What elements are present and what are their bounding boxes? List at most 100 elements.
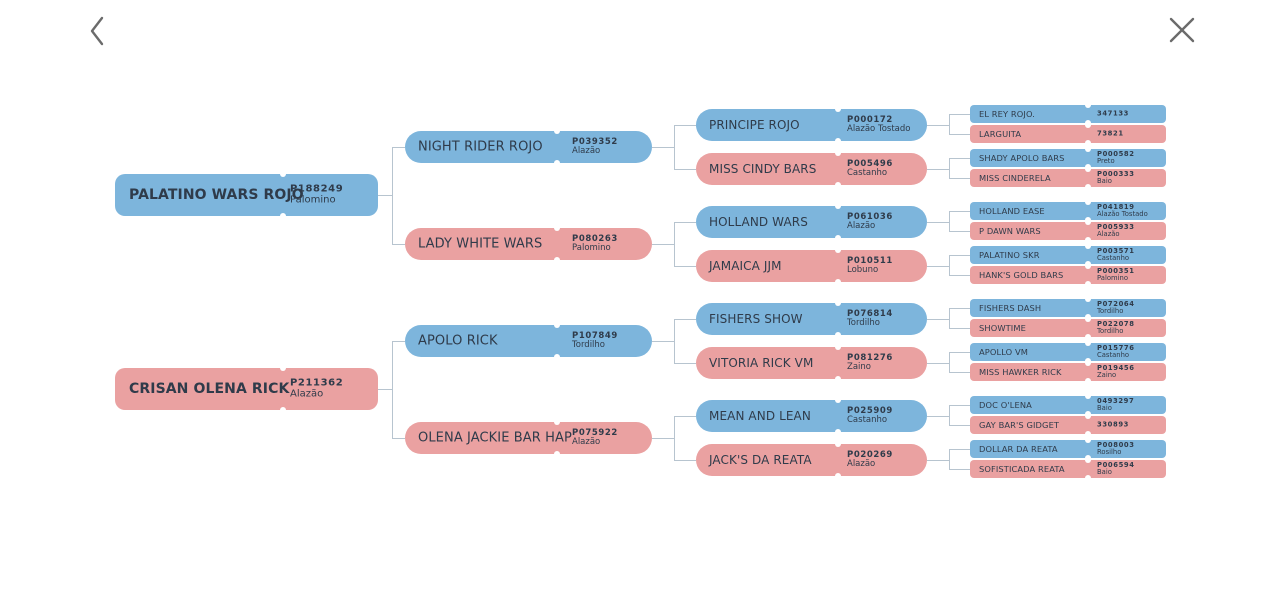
- coat-color-label: Preto: [1097, 157, 1115, 165]
- connector-line: [949, 469, 970, 470]
- registry-number: P020269: [847, 450, 893, 461]
- horse-name: VITORIA RICK VM: [709, 356, 814, 370]
- connector-line: [949, 425, 970, 426]
- separator-dot: [1085, 199, 1091, 205]
- coat-color-label: Baio: [1097, 404, 1112, 412]
- close-icon: [1169, 17, 1195, 43]
- connector-line: [949, 352, 950, 373]
- coat-color-label: Alazão: [1097, 230, 1120, 238]
- back-button[interactable]: [84, 14, 110, 48]
- registry-number: 73821: [1097, 129, 1124, 138]
- horse-name: HANK'S GOLD BARS: [979, 270, 1064, 280]
- separator-dot: [1085, 457, 1091, 463]
- registry-number: P188249: [290, 183, 344, 195]
- separator-dot: [1085, 102, 1091, 108]
- level3-horse-node[interactable]: EL REY ROJO.347133: [970, 102, 1166, 126]
- coat-color-label: Tordilho: [1097, 307, 1124, 315]
- registry-number: P022078: [1097, 319, 1135, 328]
- horse-name: CRISAN OLENA RICK: [129, 381, 290, 397]
- close-button[interactable]: [1166, 14, 1198, 46]
- connector-line: [392, 341, 405, 342]
- separator-dot: [835, 473, 841, 479]
- horse-name: PALATINO WARS ROJO: [129, 187, 304, 203]
- horse-name: MISS CINDERELA: [979, 173, 1051, 183]
- separator-dot: [835, 106, 841, 112]
- separator-dot: [554, 419, 560, 425]
- horse-name: PALATINO SKR: [979, 250, 1040, 260]
- separator-dot: [1085, 296, 1091, 302]
- connector-line: [392, 244, 405, 245]
- connector-line: [674, 363, 696, 364]
- registry-number: P010511: [847, 256, 893, 267]
- coat-color-label: Alazão Tostado: [1097, 210, 1148, 218]
- registry-number: P019456: [1097, 363, 1135, 372]
- connector-line: [927, 125, 949, 126]
- connector-line: [949, 449, 970, 450]
- connector-line: [949, 372, 970, 373]
- registry-number: P039352: [572, 137, 618, 148]
- horse-name: NIGHT RIDER ROJO: [418, 139, 543, 155]
- registry-number: P005496: [847, 159, 893, 170]
- registry-number: P005933: [1097, 222, 1135, 231]
- separator-dot: [1085, 122, 1091, 128]
- separator-dot: [835, 441, 841, 447]
- separator-dot: [554, 257, 560, 263]
- coat-color-label: Alazão: [572, 146, 601, 156]
- horse-name: LADY WHITE WARS: [418, 236, 543, 252]
- connector-line: [949, 449, 950, 470]
- connector-line: [949, 211, 950, 232]
- separator-dot: [554, 128, 560, 134]
- horse-registry-info: 73821: [1097, 130, 1124, 137]
- connector-line: [674, 416, 696, 417]
- connector-line: [949, 352, 970, 353]
- separator-dot: [835, 300, 841, 306]
- coat-color-label: Alazão: [290, 388, 324, 399]
- connector-line: [674, 222, 696, 223]
- separator-dot: [1085, 281, 1091, 287]
- coat-color-label: Tordilho: [572, 340, 605, 350]
- separator-dot: [554, 160, 560, 166]
- connector-line: [652, 341, 674, 342]
- connector-line: [392, 147, 405, 148]
- separator-dot: [1085, 184, 1091, 190]
